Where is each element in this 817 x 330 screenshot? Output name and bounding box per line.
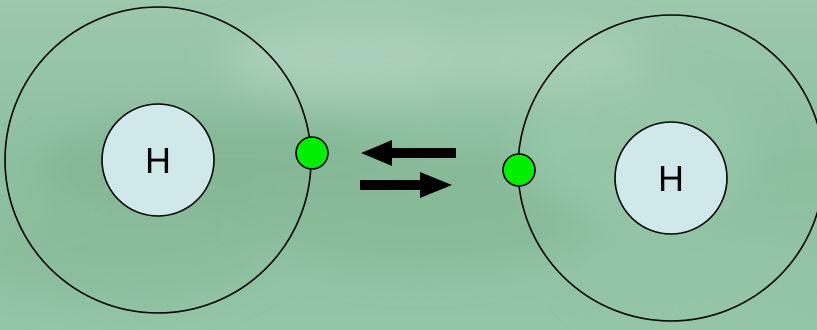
nucleus-right: [614, 121, 728, 235]
electron-left: [295, 136, 329, 170]
hydrogen-atom-right: H: [502, 14, 817, 322]
nucleus-left: [101, 103, 215, 217]
exchange-arrows: [360, 140, 456, 198]
nucleus-label-left: H: [145, 140, 171, 181]
hydrogen-atom-left: H: [4, 6, 329, 314]
nucleus-label-right: H: [658, 158, 684, 199]
electron-right: [502, 153, 536, 187]
arrow-right-icon: [360, 172, 452, 198]
arrow-left-icon: [361, 140, 456, 166]
